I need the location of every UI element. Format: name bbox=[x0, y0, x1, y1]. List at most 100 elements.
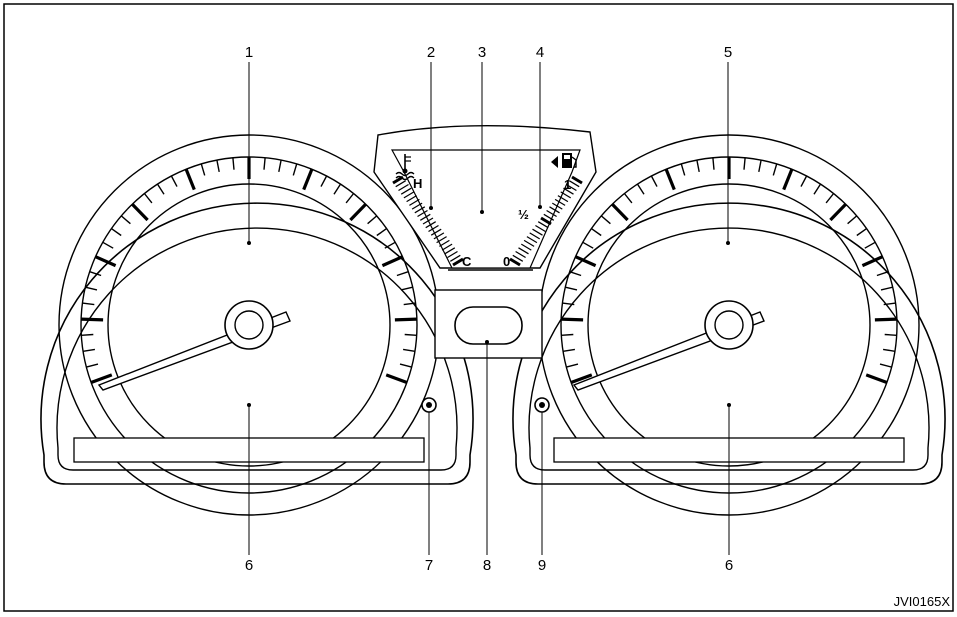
major-tick bbox=[829, 203, 847, 222]
fuel-scale-tick bbox=[540, 216, 552, 226]
minor-tick bbox=[883, 302, 896, 306]
minor-tick bbox=[562, 348, 576, 352]
minor-tick bbox=[86, 363, 99, 368]
center-display: H C 1 ½ 0 bbox=[373, 124, 597, 271]
minor-tick bbox=[345, 193, 355, 204]
fuel-scale-tick bbox=[554, 198, 566, 206]
fuel-scale-tick bbox=[515, 250, 526, 259]
indicator-light-display bbox=[454, 306, 523, 345]
minor-tick bbox=[590, 228, 602, 237]
temp-scale-tick bbox=[436, 236, 447, 244]
minor-tick bbox=[772, 163, 778, 176]
minor-tick bbox=[879, 363, 892, 368]
minor-tick bbox=[376, 228, 388, 237]
minor-tick bbox=[623, 193, 633, 204]
minor-tick bbox=[800, 175, 808, 187]
callout-1: 1 bbox=[245, 44, 253, 61]
minor-tick bbox=[884, 333, 897, 336]
callout-6-right: 6 bbox=[725, 557, 733, 574]
fuel-pump-icon bbox=[562, 153, 577, 168]
minor-tick bbox=[399, 363, 412, 368]
fuel-scale-tick bbox=[551, 202, 563, 210]
minor-tick bbox=[82, 348, 96, 352]
fuel-scale-tick bbox=[520, 243, 532, 251]
minor-tick bbox=[403, 302, 416, 306]
callout-leader-lines bbox=[248, 62, 730, 555]
fuel-scale-tick bbox=[523, 239, 535, 247]
fuel-gauge-scale bbox=[509, 175, 583, 267]
fuel-scale-tick bbox=[546, 209, 557, 218]
temp-scale-tick bbox=[419, 213, 431, 221]
major-tick bbox=[874, 317, 897, 322]
fuel-full-label: 1 bbox=[564, 177, 571, 192]
minor-tick bbox=[825, 193, 835, 204]
figure-frame bbox=[3, 3, 954, 612]
major-tick bbox=[611, 203, 629, 222]
callout-3: 3 bbox=[478, 44, 486, 61]
fuel-scale-tick bbox=[571, 175, 583, 185]
minor-tick bbox=[876, 271, 889, 277]
temp-scale-tick bbox=[449, 254, 461, 262]
minor-tick bbox=[292, 163, 298, 176]
fuel-scale-tick bbox=[509, 257, 521, 267]
minor-tick bbox=[170, 175, 178, 187]
minor-tick bbox=[200, 163, 206, 176]
left-gauge-hub-inner bbox=[234, 310, 264, 340]
minor-tick bbox=[400, 286, 413, 291]
temp-scale-tick bbox=[428, 224, 439, 233]
minor-tick bbox=[156, 183, 165, 195]
temp-scale-tick bbox=[409, 198, 420, 206]
minor-tick bbox=[384, 241, 396, 249]
temp-scale-tick bbox=[425, 221, 437, 229]
major-tick bbox=[385, 373, 408, 385]
major-tick bbox=[574, 255, 597, 268]
callout-6-left: 6 bbox=[245, 557, 253, 574]
temp-scale-tick bbox=[444, 247, 456, 255]
callout-2: 2 bbox=[427, 44, 435, 61]
left-gauge-reset-knob-core bbox=[426, 402, 432, 408]
fuel-door-side-arrow-icon bbox=[551, 156, 558, 168]
major-tick bbox=[302, 168, 314, 191]
major-tick bbox=[81, 317, 104, 322]
minor-tick bbox=[856, 228, 868, 237]
coolant-temperature-icon bbox=[395, 154, 415, 181]
temp-scale-tick bbox=[414, 206, 426, 214]
minor-tick bbox=[712, 157, 715, 170]
temp-scale-tick bbox=[400, 187, 412, 195]
left-gauge-housing-inner bbox=[56, 227, 458, 471]
minor-tick bbox=[143, 193, 153, 204]
temp-scale-tick bbox=[411, 202, 423, 210]
minor-tick bbox=[565, 286, 578, 291]
callout-7: 7 bbox=[425, 557, 433, 574]
minor-tick bbox=[404, 333, 417, 336]
temperature-cold-label: C bbox=[462, 254, 472, 269]
right-gauge-tick-marks bbox=[561, 157, 897, 385]
minor-tick bbox=[882, 348, 896, 352]
minor-tick bbox=[110, 228, 122, 237]
fuel-scale-tick bbox=[532, 228, 543, 236]
minor-tick bbox=[569, 271, 582, 277]
minor-tick bbox=[696, 159, 700, 173]
major-tick bbox=[865, 373, 888, 385]
major-tick bbox=[131, 203, 149, 222]
temp-scale-tick bbox=[406, 195, 417, 203]
fuel-scale-tick bbox=[526, 236, 538, 244]
minor-tick bbox=[320, 175, 328, 187]
minor-tick bbox=[636, 183, 645, 195]
minor-tick bbox=[396, 271, 409, 277]
right-gauge-housing-outer bbox=[512, 202, 946, 485]
right-gauge-hub-inner bbox=[714, 310, 744, 340]
minor-tick bbox=[880, 286, 893, 291]
fuel-scale-tick bbox=[512, 254, 524, 262]
major-tick bbox=[561, 317, 584, 322]
minor-tick bbox=[82, 302, 95, 306]
major-tick bbox=[90, 373, 113, 385]
minor-tick bbox=[864, 241, 876, 249]
fuel-scale-tick bbox=[566, 183, 577, 192]
temp-scale-tick bbox=[398, 183, 409, 192]
minor-tick bbox=[758, 159, 762, 173]
fuel-scale-tick bbox=[543, 213, 555, 221]
callout-4: 4 bbox=[536, 44, 544, 61]
minor-tick bbox=[650, 175, 658, 187]
minor-tick bbox=[561, 333, 574, 336]
